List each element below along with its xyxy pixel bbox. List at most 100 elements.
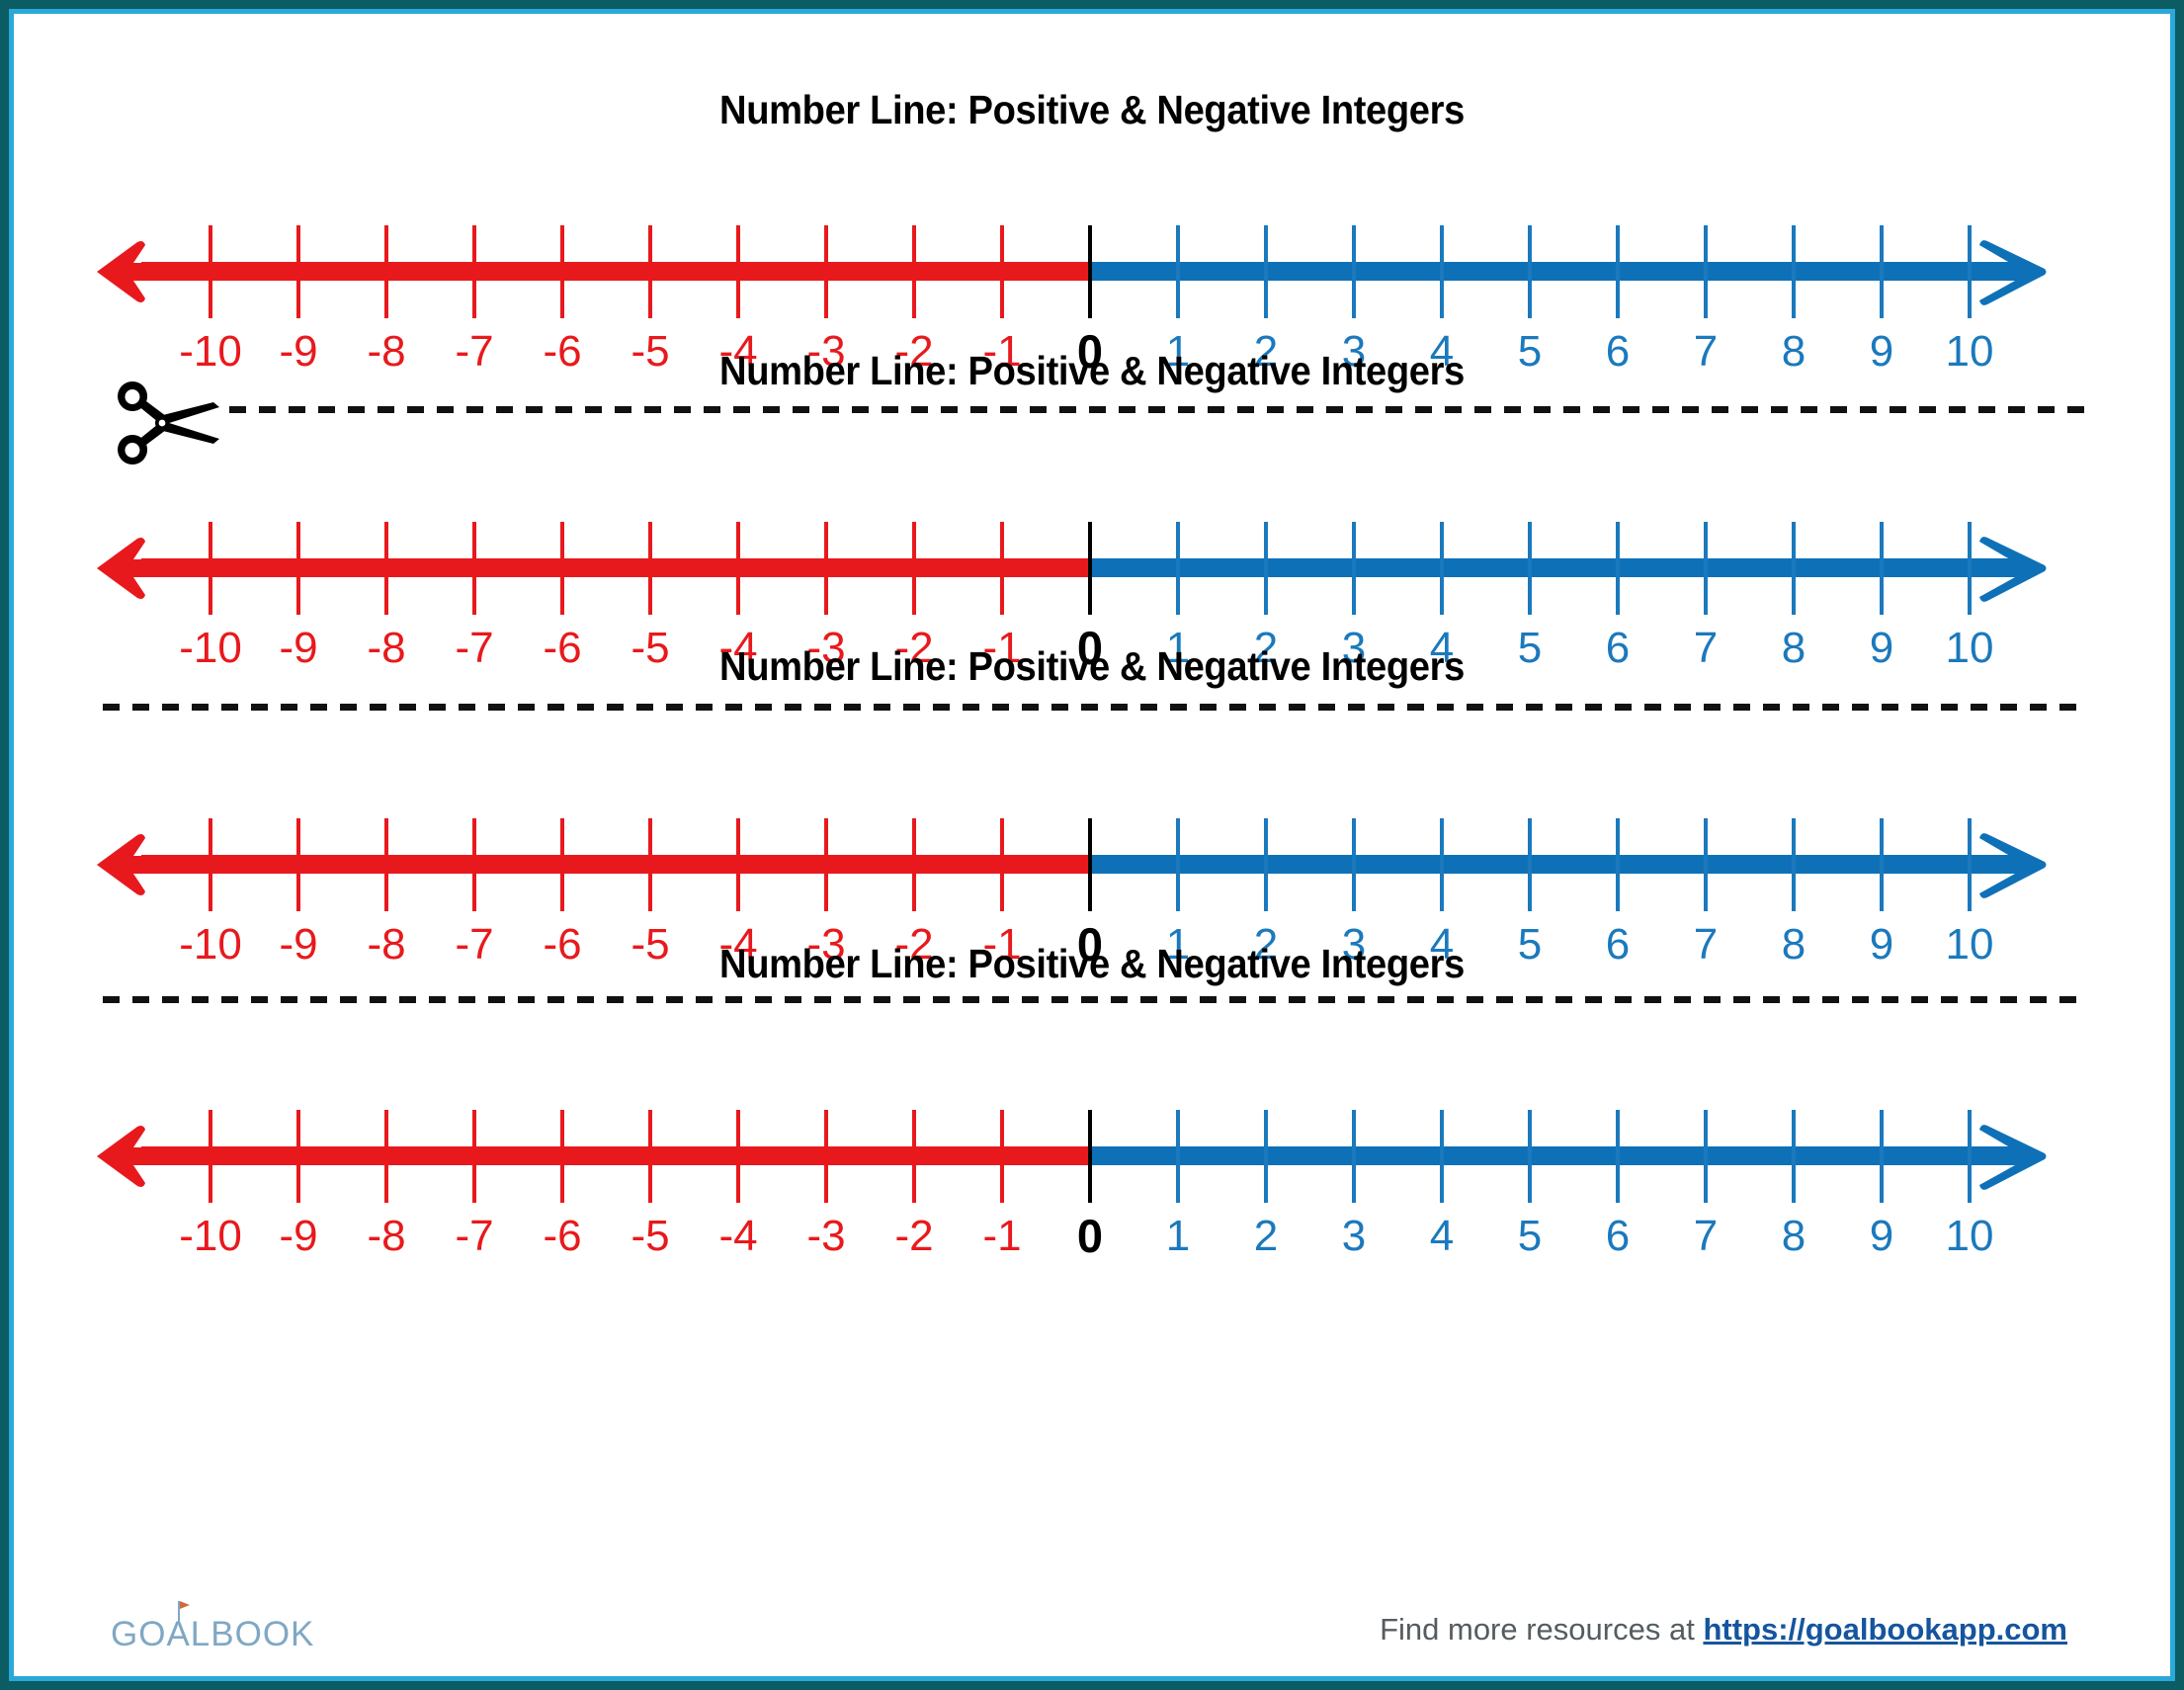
tick-label--3: -3: [806, 327, 846, 376]
tick-label-1: 1: [1165, 1212, 1191, 1260]
tick-label--8: -8: [367, 327, 406, 376]
tick-mark-1: [1176, 818, 1180, 911]
tick-label--3: -3: [806, 920, 846, 969]
tick-mark--1: [1000, 1110, 1004, 1203]
tick-label-0: 0: [1076, 325, 1104, 378]
tick-mark--2: [912, 818, 916, 911]
tick-mark-9: [1880, 818, 1884, 911]
tick-mark--1: [1000, 522, 1004, 615]
goalbook-url-link[interactable]: https://goalbookapp.com: [1703, 1612, 2067, 1647]
tick-label-10: 10: [1945, 1212, 1994, 1260]
tick-label-8: 8: [1781, 327, 1806, 376]
tick-label--1: -1: [982, 1212, 1022, 1260]
tick-label-8: 8: [1781, 624, 1806, 672]
goalbook-logo[interactable]: GOALBOOK: [111, 1599, 338, 1658]
tick-label--7: -7: [455, 624, 494, 672]
tick-mark-5: [1528, 1110, 1532, 1203]
tick-label-7: 7: [1693, 920, 1719, 969]
tick-label--4: -4: [718, 327, 758, 376]
arrow-right-icon: [1975, 240, 2047, 305]
tick-mark-0: [1088, 818, 1092, 911]
tick-label--10: -10: [179, 327, 242, 376]
negative-segment-bar: [141, 855, 1090, 874]
tick-mark--6: [560, 1110, 564, 1203]
negative-segment-bar: [141, 558, 1090, 577]
tick-mark-2: [1264, 522, 1268, 615]
positive-segment-bar: [1090, 1146, 2031, 1165]
tick-mark--10: [209, 818, 212, 911]
tick-label-4: 4: [1429, 624, 1455, 672]
tick-label--6: -6: [543, 1212, 582, 1260]
tick-label-6: 6: [1605, 327, 1631, 376]
tick-label--5: -5: [630, 327, 670, 376]
section-title-4: Number Line: Positive & Negative Integer…: [719, 941, 1465, 986]
positive-segment-bar: [1090, 262, 2031, 281]
tick-label--7: -7: [455, 920, 494, 969]
tick-mark-8: [1792, 225, 1796, 318]
tick-mark--7: [472, 225, 476, 318]
arrow-right-icon: [1975, 537, 2047, 602]
tick-label--6: -6: [543, 920, 582, 969]
tick-label--4: -4: [718, 1212, 758, 1260]
tick-label-10: 10: [1945, 327, 1994, 376]
arrow-left-icon: [97, 1126, 153, 1187]
tick-label--1: -1: [982, 624, 1022, 672]
tick-label--9: -9: [279, 327, 318, 376]
tick-label--5: -5: [630, 920, 670, 969]
tick-label--6: -6: [543, 624, 582, 672]
tick-mark-9: [1880, 522, 1884, 615]
tick-mark--9: [296, 522, 300, 615]
tick-label--4: -4: [718, 624, 758, 672]
tick-label-5: 5: [1517, 920, 1543, 969]
tick-mark-10: [1968, 1110, 1972, 1203]
tick-mark--8: [384, 818, 388, 911]
arrow-left-icon: [97, 241, 153, 302]
tick-mark--1: [1000, 818, 1004, 911]
positive-segment-bar: [1090, 558, 2031, 577]
tick-label--8: -8: [367, 624, 406, 672]
tick-label-4: 4: [1429, 1212, 1455, 1260]
tick-mark-8: [1792, 818, 1796, 911]
tick-mark--9: [296, 1110, 300, 1203]
tick-label--2: -2: [894, 1212, 934, 1260]
tick-mark-6: [1616, 1110, 1620, 1203]
tick-label-9: 9: [1869, 624, 1894, 672]
tick-mark--7: [472, 522, 476, 615]
tick-label-1: 1: [1165, 624, 1191, 672]
tick-mark--7: [472, 818, 476, 911]
tick-mark-6: [1616, 522, 1620, 615]
tick-mark--10: [209, 225, 212, 318]
tick-mark-7: [1704, 1110, 1708, 1203]
tick-label-1: 1: [1165, 327, 1191, 376]
tick-label-9: 9: [1869, 327, 1894, 376]
tick-label--7: -7: [455, 327, 494, 376]
arrow-left-icon: [97, 538, 153, 599]
tick-label-7: 7: [1693, 327, 1719, 376]
tick-mark-1: [1176, 522, 1180, 615]
tick-label-1: 1: [1165, 920, 1191, 969]
tick-mark-2: [1264, 818, 1268, 911]
cut-line-3: [103, 996, 2089, 1003]
tick-label-2: 2: [1253, 1212, 1279, 1260]
tick-label--2: -2: [894, 624, 934, 672]
tick-mark--6: [560, 522, 564, 615]
tick-mark-2: [1264, 1110, 1268, 1203]
tick-mark-3: [1352, 818, 1356, 911]
tick-label--9: -9: [279, 624, 318, 672]
tick-label-3: 3: [1341, 327, 1367, 376]
tick-label--10: -10: [179, 920, 242, 969]
tick-mark--6: [560, 818, 564, 911]
tick-label-5: 5: [1517, 327, 1543, 376]
tick-mark-0: [1088, 1110, 1092, 1203]
tick-label--2: -2: [894, 920, 934, 969]
tick-mark-4: [1440, 225, 1444, 318]
negative-segment-bar: [141, 262, 1090, 281]
tick-mark--4: [736, 818, 740, 911]
tick-label-9: 9: [1869, 920, 1894, 969]
tick-mark--6: [560, 225, 564, 318]
section-title-3: Number Line: Positive & Negative Integer…: [719, 643, 1465, 689]
tick-label-7: 7: [1693, 1212, 1719, 1260]
tick-label-10: 10: [1945, 624, 1994, 672]
tick-mark-3: [1352, 1110, 1356, 1203]
